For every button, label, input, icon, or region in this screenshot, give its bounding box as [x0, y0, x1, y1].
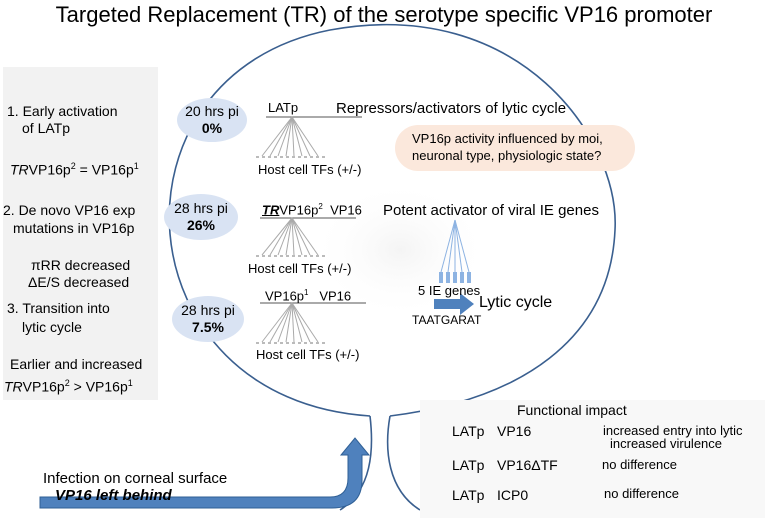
tf-fan-2: [261, 217, 319, 256]
tf-fan-3: [261, 302, 319, 343]
impact-row1-result2: increased virulence: [610, 436, 723, 451]
impact-row3-icp0: ICP0: [497, 487, 529, 503]
repressors-label: Repressors/activators of lytic cycle: [336, 100, 567, 117]
latp-label: LATp: [268, 100, 299, 115]
ie-gene-bars: [439, 272, 471, 283]
moi-box: [395, 125, 635, 171]
rr-decreased: πRR decreased: [31, 257, 131, 273]
step3-line1: 3. Transition into: [7, 300, 110, 316]
earlier-increased: Earlier and increased: [10, 356, 143, 372]
impact-row3-latp: LATp: [452, 487, 485, 503]
ie-fan: [440, 219, 470, 273]
impact-box: [420, 400, 765, 518]
infection-arrow: [39, 437, 371, 509]
moi-text: VP16p activity influenced by moi, neuron…: [412, 131, 603, 163]
impact-row1-latp: LATp: [452, 423, 485, 439]
impact-row2-vp16dtf: VP16ΔTF: [497, 457, 558, 473]
step1-line2: of LATp: [22, 120, 70, 136]
ie-genes-label: 5 IE genes: [418, 283, 481, 298]
step3-line2: lytic cycle: [22, 319, 82, 335]
impact-row2-latp: LATp: [452, 457, 485, 473]
potent-activator-label: Potent activator of viral IE genes: [383, 202, 599, 219]
impact-row1-result1: increased entry into lytic: [603, 423, 743, 438]
host-tfs-1: Host cell TFs (+/-): [258, 162, 362, 177]
vp16-left-behind-label: VP16 left behind: [55, 487, 172, 504]
tf-fan-1: [261, 116, 319, 157]
host-tfs-3: Host cell TFs (+/-): [256, 347, 360, 362]
infection-label: Infection on corneal surface: [43, 470, 228, 487]
lytic-arrow: [434, 293, 474, 315]
page-title: Targeted Replacement (TR) of the serotyp…: [55, 2, 713, 27]
trvp16p2-label: TRVP16p2 VP16: [262, 202, 362, 218]
impact-row3-result: no difference: [604, 486, 679, 501]
cell-body: [168, 23, 616, 417]
host-tfs-2: Host cell TFs (+/-): [248, 261, 352, 276]
impact-row2-result: no difference: [602, 457, 677, 472]
step1-line1: 1. Early activation: [7, 103, 118, 119]
step2-line1: 2. De novo VP16 exp: [3, 202, 136, 218]
es-decreased: ΔE/S decreased: [28, 274, 130, 290]
axon-right: [386, 415, 421, 511]
impact-title: Functional impact: [517, 402, 627, 418]
equation-text: TRVP16p2 = VP16p1: [10, 161, 139, 178]
impact-row1-vp16: VP16: [497, 423, 532, 439]
left-panel: [3, 67, 158, 400]
comparison-text: TRVP16p2 > VP16p1: [4, 378, 133, 395]
step2-line2: mutations in VP16p: [13, 220, 135, 236]
lytic-cycle-label: Lytic cycle: [479, 294, 553, 311]
glow-ellipse: [310, 180, 490, 320]
taatgarat-label: TAATGARAT: [412, 313, 482, 327]
vp16p1-label: VP16p1 VP16: [265, 288, 352, 304]
